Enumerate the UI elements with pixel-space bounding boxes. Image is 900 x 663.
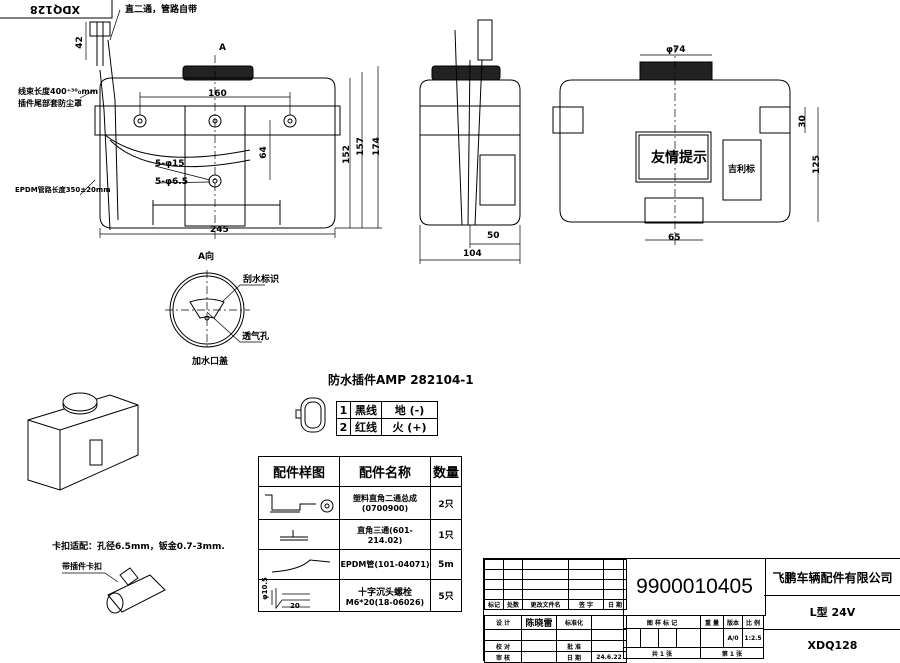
dim-157: 157 [355, 137, 366, 156]
pin-no: 1 [336, 401, 351, 419]
header-qty: 数量 [430, 456, 462, 487]
drawing-code: XDQ128 [807, 638, 858, 652]
dim-50: 50 [487, 231, 500, 241]
pin-wire: 红线 [350, 418, 382, 436]
revision-table: 标记处数更改文件名签 字日 期 [484, 559, 627, 610]
mark-label: 图 样 标 记 [623, 615, 701, 629]
note-epdm-length: EPDM管路长度350±20mm [15, 186, 111, 194]
standard-label: 标准化 [556, 615, 592, 630]
view-marker-a: A [219, 43, 226, 53]
side-view [419, 19, 521, 264]
part-number: 9900010405 [623, 559, 766, 616]
table-row: EPDM管(101-04071)5m [258, 549, 462, 580]
dim-245: 245 [210, 225, 229, 235]
a-view [165, 270, 265, 350]
connector-symbol [295, 397, 326, 433]
front-view [79, 9, 382, 240]
rev-header: 日 期 [603, 599, 627, 610]
part-name: 十字沉头螺栓 [357, 587, 412, 598]
part-name: 塑料直角二通总成 [353, 494, 417, 503]
drawing-code-rotated: XDQ128 [30, 3, 80, 16]
approve-label: 批 准 [556, 640, 592, 652]
dim-174: 174 [371, 137, 382, 156]
rev-header: 处数 [503, 599, 523, 610]
company-name: 飞鹏车辆配件有限公司 [764, 559, 900, 596]
table-row: 塑料直角二通总成(0700900) 2只 [258, 486, 462, 520]
weight-label: 重 量 [700, 615, 724, 629]
dim-30: 30 [797, 115, 808, 128]
note-harness-length: 线束长度400⁺³⁰₀mm [18, 87, 99, 96]
date-label: 日 期 [556, 651, 592, 663]
part-name: EPDM管(101-04071) [339, 549, 431, 580]
rev-header: 标记 [484, 599, 504, 610]
connector-title: 防水插件AMP 282104-1 [328, 373, 474, 387]
cap-label: 加水口盖 [192, 357, 229, 367]
pin-func: 地 (-) [381, 401, 438, 419]
rev-header: 更改文件名 [522, 599, 569, 610]
wiper-mark-label: 刮水标识 [243, 275, 280, 285]
iso-view [27, 392, 139, 491]
designer: 陈晓雷 [521, 615, 557, 630]
dim-125: 125 [811, 155, 822, 174]
note-clip-label: 带插件卡扣 [62, 562, 102, 571]
review-label: 审 核 [484, 651, 522, 663]
part-qty: 1只 [430, 519, 462, 550]
dim-42: 42 [74, 36, 85, 49]
label-mascot: 吉利标 [728, 165, 756, 175]
version-label: 版本 [723, 615, 743, 629]
scale: 1:2.5 [742, 628, 764, 648]
model: L型 24V [764, 595, 900, 630]
header-name: 配件名称 [339, 456, 431, 487]
dim-104: 104 [463, 249, 482, 259]
sheets-total: 共 1 张 [623, 647, 701, 659]
part-qty: 2只 [430, 486, 462, 520]
parts-header-row: 配件样图 配件名称 数量 [258, 456, 462, 487]
version: A/0 [723, 628, 743, 648]
rev-header: 签 字 [568, 599, 604, 610]
pin-no: 2 [336, 418, 351, 436]
note-dust-cover: 插件尾部套防尘罩 [18, 99, 82, 108]
a-view-title: A向 [198, 252, 214, 262]
label-notice: 友情提示 [651, 150, 707, 166]
clip-iso [62, 567, 166, 614]
code-box [0, 0, 113, 19]
check-label: 校 对 [484, 640, 522, 652]
part-code: (0700900) [361, 504, 409, 513]
table-row: 直角三通(601-214.02)1只 [258, 519, 462, 550]
bolt-len: 20 [290, 602, 300, 610]
part-code: M6*20(18-06026) [345, 597, 425, 607]
scale-label: 比 例 [742, 615, 764, 629]
dim-holes-15: 5-φ15 [155, 159, 185, 169]
dim-152: 152 [341, 145, 352, 164]
dim-holes-6-5: 5-φ6.5 [155, 177, 188, 187]
vent-hole-label: 透气孔 [242, 332, 270, 342]
note-straight-two-way: 直二通，管路自带 [125, 5, 198, 15]
design-label: 设 计 [484, 615, 522, 630]
pin-wire: 黑线 [350, 401, 382, 419]
revision-header-row: 标记处数更改文件名签 字日 期 [484, 599, 627, 610]
note-clip-fit: 卡扣适配：孔径6.5mm，钣金0.7-3mm. [52, 542, 225, 552]
bolt-dia: φ10.5 [260, 577, 269, 600]
dim-cap-dia: φ74 [666, 45, 686, 55]
part-name: 直角三通(601-214.02) [339, 519, 431, 550]
part-qty: 5只 [430, 579, 462, 612]
header-sketch: 配件样图 [258, 456, 340, 487]
part-qty: 5m [430, 549, 462, 580]
date: 24.6.22 [591, 651, 627, 663]
sheet-no: 第 1 张 [700, 647, 764, 659]
pin-func: 火 (+) [381, 418, 438, 436]
dim-64: 64 [258, 146, 269, 159]
parts-table: 配件样图 配件名称 数量 塑料直角二通总成(0700900) 2只 直角三通(60… [258, 456, 462, 612]
dim-65: 65 [668, 233, 681, 243]
dim-160: 160 [208, 89, 227, 99]
right-view [552, 45, 819, 245]
